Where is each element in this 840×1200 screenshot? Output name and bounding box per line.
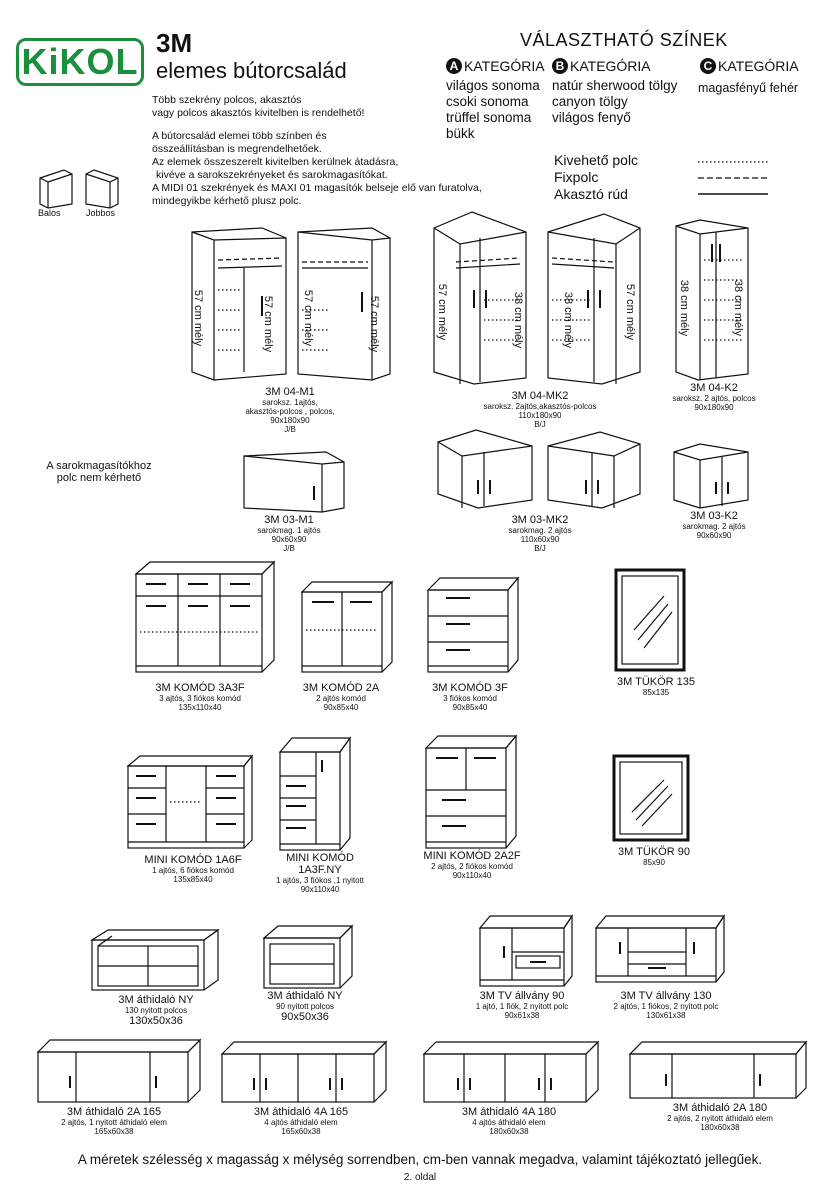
topbox-03-mk2-right[interactable] [547, 431, 641, 509]
bridge-2a-180[interactable] [628, 1040, 808, 1099]
depth-label: 57 cm mély [436, 283, 449, 341]
topbox-03-k2[interactable] [673, 443, 749, 509]
category-c-list: magasfényű fehér [698, 81, 799, 95]
label-mini-2a2f: MINI KOMÓD 2A2F 2 ajtós, 2 fiókos komód … [423, 850, 521, 880]
info-text: A bútorcsalád elemei több színben és öss… [152, 130, 482, 207]
colors-title: VÁLASZTHATÓ SZÍNEK [520, 30, 728, 50]
badge-a: A [446, 58, 462, 74]
badge-c: C [700, 58, 716, 74]
label-04-m1: 3M 04-M1 saroksz. 1ajtós, akasztós-polco… [245, 386, 335, 434]
bridge-2a-165[interactable] [36, 1038, 202, 1103]
label-komod-3a3f: 3M KOMÓD 3A3F 3 ajtós, 3 fiókos komód 13… [155, 682, 245, 712]
depth-label: 57 cm mély [262, 295, 275, 353]
label-open-bridge-90: 3M áthidaló NY 90 nyitott polcos 90x50x3… [267, 990, 343, 1023]
jobbos-label: Jobbos [86, 208, 116, 218]
page-number: 2. oldal [403, 1172, 437, 1183]
tv-stand-130[interactable] [594, 914, 726, 983]
depth-label: 57 cm mély [302, 289, 315, 347]
depth-label: 38 cm mély [678, 279, 691, 337]
dresser-2a[interactable] [300, 580, 394, 673]
label-mirror-90: 3M TÜKÖR 90 85x90 [618, 846, 690, 867]
open-bridge-90[interactable] [262, 924, 354, 989]
depth-label: 57 cm mély [368, 295, 381, 353]
label-03-m1: 3M 03-M1 sarokmag. 1 ajtós 90x60x90 J/B [257, 514, 321, 553]
wardrobe-04-mk2-right[interactable] [547, 213, 641, 385]
tv-stand-90[interactable] [478, 914, 574, 987]
label-bridge-4a-165: 3M áthidaló 4A 165 4 ajtós áthidaló elem… [253, 1106, 349, 1136]
bridge-4a-165[interactable] [220, 1040, 388, 1103]
shelf-legend: Kivehető polc Fixpolc Akasztó rúd [554, 152, 639, 202]
balos-label: Balos [38, 208, 61, 218]
bridge-4a-180[interactable] [422, 1040, 600, 1103]
label-tv-90: 3M TV állvány 90 1 ajtó, 1 fiók, 2 nyito… [475, 990, 569, 1020]
page-subtitle: elemes bútorcsalád [156, 58, 347, 83]
mini-dresser-1a3f-ny[interactable] [278, 736, 352, 851]
wardrobe-04-m1-left[interactable] [191, 227, 287, 381]
category-a-list: világos sonoma csoki sonoma trüffel sono… [446, 78, 540, 141]
label-komod-3f: 3M KOMÓD 3F 3 fiókos komód 90x85x40 [432, 682, 508, 712]
mini-dresser-2a2f[interactable] [424, 734, 518, 849]
mirror-135[interactable] [614, 568, 686, 672]
label-04-k2: 3M 04-K2 saroksz. 2 ajtós, polcos 90x180… [672, 382, 756, 412]
label-mini-1a6f: MINI KOMÓD 1A6F 1 ajtós, 6 fiókos komód … [144, 854, 242, 884]
jobbos-icon[interactable] [85, 169, 119, 209]
dimensions-footnote: A méretek szélesség x magasság x mélység… [77, 1152, 763, 1167]
label-mini-1a3f-ny: MINI KOMÓD 1A3F.NY 1 ajtós, 3 fiókos ,1 … [275, 852, 365, 894]
wardrobe-04-mk2-left[interactable] [433, 211, 527, 385]
depth-label: 57 cm mély [624, 283, 637, 341]
label-bridge-2a-180: 3M áthidaló 2A 180 2 ajtós, 2 nyitott át… [667, 1102, 773, 1132]
label-bridge-2a-165: 3M áthidaló 2A 165 2 ajtós, 1 nyitott át… [61, 1106, 167, 1136]
badge-b: B [552, 58, 568, 74]
label-03-k2: 3M 03-K2 sarokmag. 2 ajtós 90x60x90 [682, 510, 746, 540]
label-bridge-4a-180: 3M áthidaló 4A 180 4 ajtós áthidaló elem… [461, 1106, 557, 1136]
label-mirror-135: 3M TÜKÖR 135 85x135 [616, 676, 696, 697]
open-bridge-130[interactable] [89, 928, 220, 991]
label-04-mk2: 3M 04-MK2 saroksz. 2ajtós,akasztós-polco… [483, 390, 597, 429]
depth-label: 38 cm mély [732, 279, 745, 337]
wardrobe-04-k2[interactable] [675, 219, 749, 381]
kikol-logo: KiKOL [16, 38, 144, 86]
wardrobe-04-m1-right[interactable] [297, 227, 391, 381]
depth-label: 38 cm mély [562, 291, 575, 349]
mirror-90[interactable] [612, 754, 690, 842]
mini-dresser-1a6f[interactable] [126, 754, 254, 849]
label-03-mk2: 3M 03-MK2 sarokmag. 2 ajtós 110x60x90 B/… [508, 514, 572, 553]
depth-label: 38 cm mély [512, 291, 525, 349]
label-open-bridge-130: 3M áthidaló NY 130 nyitott polcos 130x50… [118, 994, 194, 1027]
topbox-03-mk2-left[interactable] [437, 429, 533, 509]
order-note: Több szekrény polcos, akasztós vagy polc… [152, 94, 365, 119]
label-komod-2a: 3M KOMÓD 2A 2 ajtós komód 90x85x40 [302, 682, 380, 712]
category-b-list: natúr sherwood tölgy canyon tölgy világo… [552, 78, 678, 125]
depth-label: 57 cm mély [192, 289, 205, 347]
topbox-03-m1[interactable] [243, 451, 345, 513]
dresser-3f[interactable] [426, 576, 520, 673]
page-title: 3M [156, 28, 193, 58]
label-tv-130: 3M TV állvány 130 2 ajtós, 1 fiókos, 2 n… [613, 990, 719, 1020]
dresser-3a3f[interactable] [134, 560, 276, 673]
corner-topbox-note: A sarokmagasítókhoz polc nem kérhető [46, 460, 152, 484]
balos-icon[interactable] [39, 169, 73, 209]
